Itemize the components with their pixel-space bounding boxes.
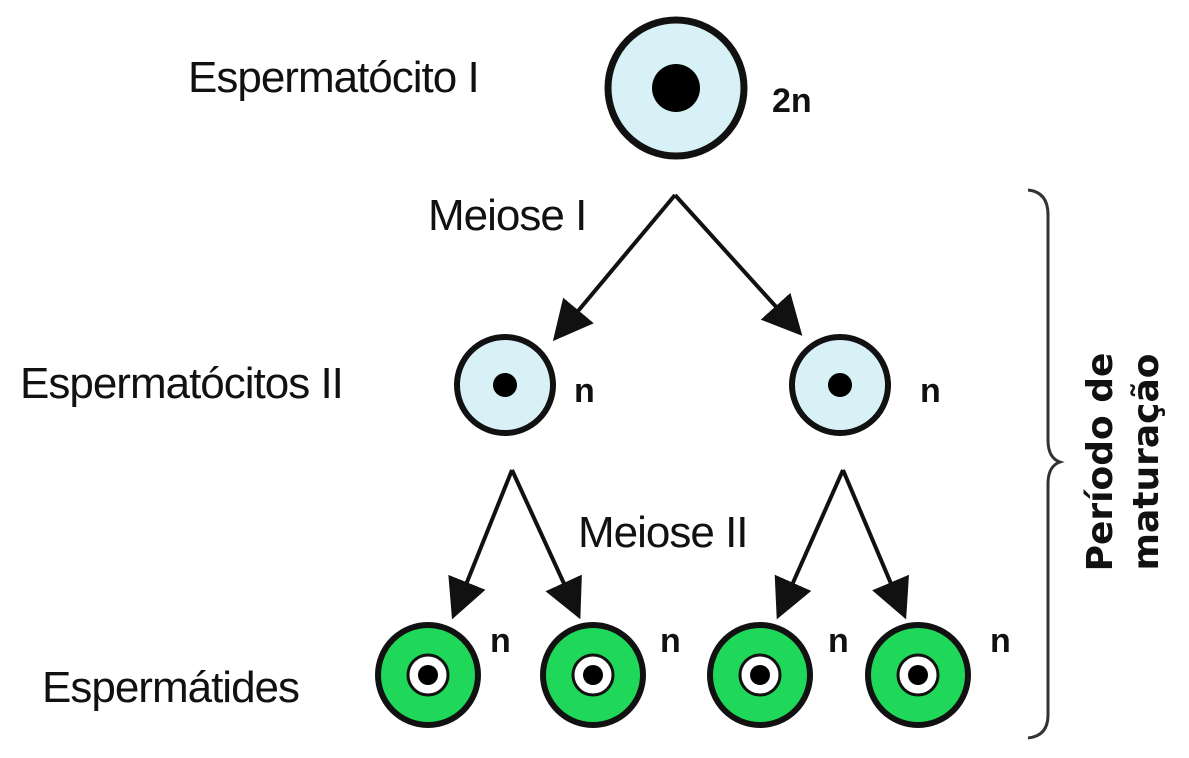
maturation-label-line1: Período de (1080, 353, 1121, 572)
spermatid-cell-3 (707, 622, 813, 728)
arrow-meiosis-two-3 (774, 469, 845, 620)
maturation-label-line2: maturação (1126, 353, 1167, 570)
arrow-meiosis-two-4 (841, 469, 909, 620)
primary-ploidy-label: 2n (772, 82, 812, 120)
spermatid-ploidy-2: n (660, 622, 681, 660)
secondary-spermatocyte-cell-left (454, 334, 556, 436)
arrow-meiosis-two-1 (448, 469, 514, 620)
arrow-meiosis-one-right (673, 193, 803, 336)
maturation-brace (1027, 188, 1065, 740)
secondary-spermatocyte-cell-right (789, 334, 891, 436)
spermatid-ploidy-1: n (490, 622, 511, 660)
primary-spermatocyte-label: Espermatócito I (188, 53, 479, 102)
secondary-ploidy-left: n (574, 372, 595, 410)
spermatid-ploidy-3: n (828, 622, 849, 660)
secondary-spermatocytes-label: Espermatócitos II (20, 359, 343, 408)
spermatids-label: Espermátides (42, 663, 299, 712)
spermatid-ploidy-4: n (990, 622, 1011, 660)
spermatid-cell-2 (540, 622, 646, 728)
spermatid-cell-1 (375, 622, 481, 728)
primary-nucleus (652, 64, 700, 112)
spermatid-cell-4 (865, 622, 971, 728)
primary-spermatocyte-cell (604, 16, 748, 160)
arrow-meiosis-one-left (552, 193, 677, 342)
maturation-period-label: Período de maturação (1080, 353, 1167, 572)
arrow-meiosis-two-2 (510, 469, 582, 620)
meiosis-two-label: Meiose II (578, 508, 748, 557)
meiosis-one-label: Meiose I (428, 191, 586, 240)
secondary-ploidy-right: n (920, 372, 941, 410)
